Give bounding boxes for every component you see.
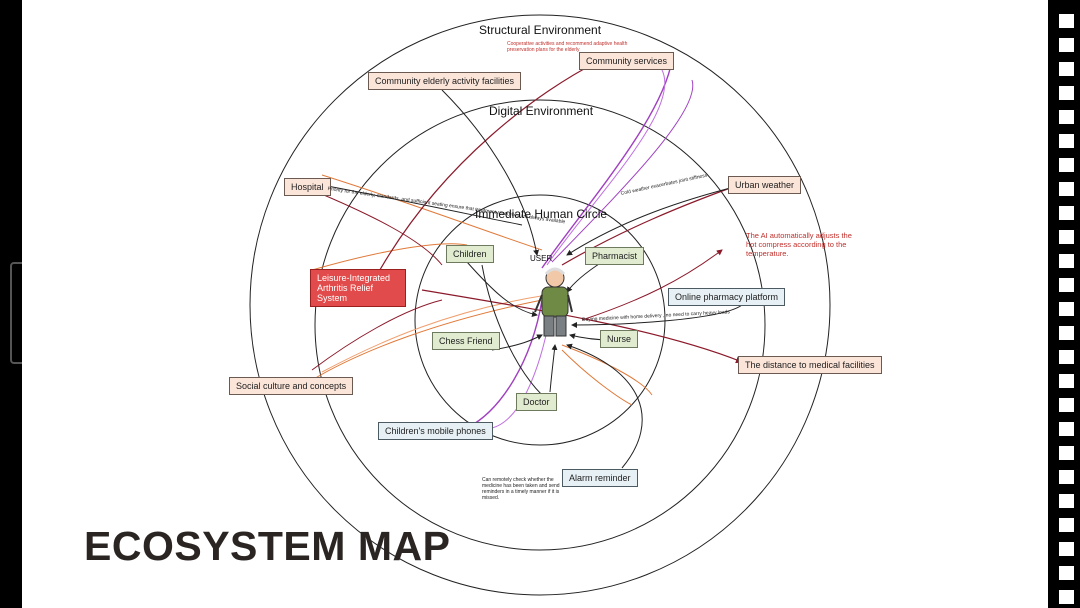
node-urban-weather[interactable]: Urban weather [728,176,802,194]
user-label: USER [530,254,553,263]
structural-environment-label: Structural Environment [479,23,602,37]
film-hole [1059,422,1074,436]
film-hole [1059,38,1074,52]
immediate-human-circle-label: Immediate Human Circle [475,207,608,221]
node-distance-to-medical[interactable]: The distance to medical facilities [738,356,882,374]
film-hole [1059,86,1074,100]
node-children[interactable]: Children [446,245,494,263]
structural-ring [249,14,831,596]
digital-ring [314,99,766,551]
film-hole [1059,470,1074,484]
film-hole [1059,350,1074,364]
ecosystem-diagram [249,14,831,596]
node-pharmacist[interactable]: Pharmacist [585,247,645,265]
film-hole [1059,182,1074,196]
node-nurse[interactable]: Nurse [600,330,639,348]
node-social-culture[interactable]: Social culture and concepts [229,377,354,395]
film-hole [1059,62,1074,76]
film-hole [1059,326,1074,340]
film-hole [1059,254,1074,268]
film-hole [1059,230,1074,244]
film-hole [1059,374,1074,388]
film-hole [1059,14,1074,28]
node-community-elderly-facilities[interactable]: Community elderly activity facilities [368,72,522,90]
node-online-pharmacy[interactable]: Online pharmacy platform [668,288,786,306]
film-hole [1059,590,1074,604]
film-hole [1059,158,1074,172]
node-arthritis-relief-system[interactable]: Leisure-Integrated Arthritis Relief Syst… [310,269,406,307]
node-chess-friend[interactable]: Chess Friend [432,332,500,350]
film-hole [1059,134,1074,148]
node-community-services[interactable]: Community services [579,52,675,70]
film-hole [1059,446,1074,460]
note-ai-adjust: The AI automatically adjusts the hot com… [746,231,852,258]
digital-environment-label: Digital Environment [489,104,594,118]
node-doctor[interactable]: Doctor [516,393,557,411]
page-title: ECOSYSTEM MAP [84,523,451,569]
note-remote-check: Can remotely check whether the medicine … [482,477,560,501]
film-hole [1059,302,1074,316]
note-cooperative: Cooperative activities and recommend ada… [507,41,628,53]
film-hole [1059,518,1074,532]
film-hole [1059,494,1074,508]
immediate-ring [414,194,666,446]
slide: Structural Environment Digital Environme… [22,0,1048,608]
elderly-user-figure [534,267,573,337]
film-hole [1059,542,1074,556]
node-alarm-reminder[interactable]: Alarm reminder [562,469,638,487]
node-childrens-phones[interactable]: Children's mobile phones [378,422,493,440]
node-hospital[interactable]: Hospital [284,178,331,196]
film-hole [1059,566,1074,580]
film-hole [1059,278,1074,292]
film-hole [1059,398,1074,412]
film-hole [1059,110,1074,124]
film-hole [1059,206,1074,220]
